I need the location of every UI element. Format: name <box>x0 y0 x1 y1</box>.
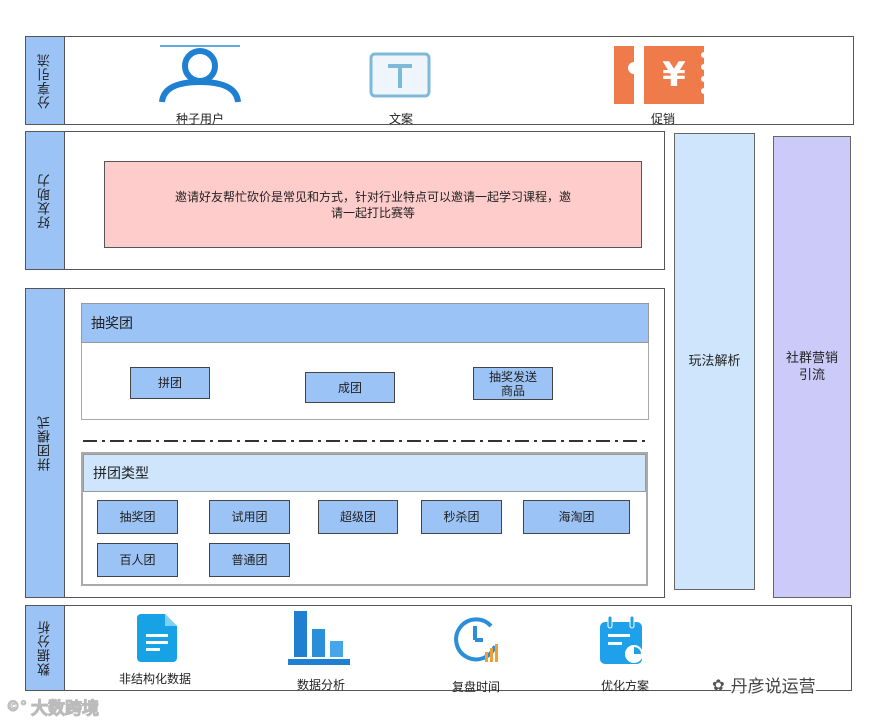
clock-icon <box>451 614 501 664</box>
section-label-group-text: 拼团模式 <box>37 415 53 471</box>
play-analysis-column: 玩法解析 <box>674 133 755 590</box>
section-label-data: 数据分析 <box>25 605 65 691</box>
divider-line <box>83 429 647 442</box>
user-icon <box>158 44 242 104</box>
group-type-4: 海淘团 <box>523 500 630 534</box>
section-label-share: 分享引流 <box>25 36 65 125</box>
group-type-1: 试用团 <box>209 500 290 534</box>
share-item-label-0: 种子用户 <box>175 112 224 126</box>
coupon-icon: ¥ <box>614 46 704 104</box>
lottery-group-title-text: 抽奖团 <box>91 316 133 332</box>
svg-text:¥: ¥ <box>662 55 686 95</box>
section-label-group: 拼团模式 <box>25 288 65 598</box>
watermark-right-text: 丹彦说运营 <box>730 672 816 697</box>
share-item-label-2: 促销 <box>650 112 675 126</box>
data-item-label-1: 数据分析 <box>296 678 345 692</box>
step-chengtuan: 成团 <box>305 372 395 403</box>
section-label-data-text: 数据分析 <box>37 620 53 676</box>
data-item-label-2: 复盘时间 <box>451 680 500 694</box>
section-label-help-text: 好友助力 <box>37 172 53 229</box>
help-note-text: 邀请好友帮忙砍价是常见和方式，针对行业特点可以邀请一起学习课程，邀请一起打比赛等 <box>175 189 572 220</box>
data-item-label-3: 优化方案 <box>600 679 649 693</box>
group-type-0: 抽奖团 <box>97 500 178 534</box>
watermark-left: ©° 大数跨境 <box>6 694 100 720</box>
group-type-5: 百人团 <box>97 543 178 577</box>
document-icon <box>133 614 179 662</box>
lottery-group-title: 抽奖团 <box>81 303 649 343</box>
community-text: 社群营销引流 <box>785 351 838 383</box>
help-note: 邀请好友帮忙砍价是常见和方式，针对行业特点可以邀请一起学习课程，邀请一起打比赛等 <box>104 161 642 248</box>
group-types-title: 拼团类型 <box>83 454 646 492</box>
step-lottery-ship-text: 抽奖发送商品 <box>488 369 537 398</box>
share-item-label-1: 文案 <box>388 112 413 126</box>
play-analysis-text: 玩法解析 <box>688 354 741 369</box>
bar-chart-icon <box>288 611 350 667</box>
step-pintuan: 拼团 <box>130 367 210 399</box>
text-icon <box>369 52 431 98</box>
watermark-left-text: 大数跨境 <box>31 699 100 720</box>
data-item-label-0: 非结构化数据 <box>118 672 191 686</box>
watermark-right: ✿ 丹彦说运营 <box>712 672 816 697</box>
wechat-icon: ✿ <box>712 675 725 694</box>
group-type-6: 普通团 <box>209 543 290 577</box>
step-lottery-ship: 抽奖发送商品 <box>473 367 553 400</box>
group-types-title-text: 拼团类型 <box>93 466 149 482</box>
watermark-left-logo-icon: ©° <box>6 698 28 715</box>
group-type-2: 超级团 <box>318 500 398 534</box>
calendar-icon <box>598 614 646 666</box>
group-type-3: 秒杀团 <box>421 500 502 534</box>
section-label-share-text: 分享引流 <box>37 52 53 109</box>
share-panel <box>25 36 854 125</box>
community-column: 社群营销引流 <box>773 136 851 598</box>
section-label-help: 好友助力 <box>25 131 65 270</box>
